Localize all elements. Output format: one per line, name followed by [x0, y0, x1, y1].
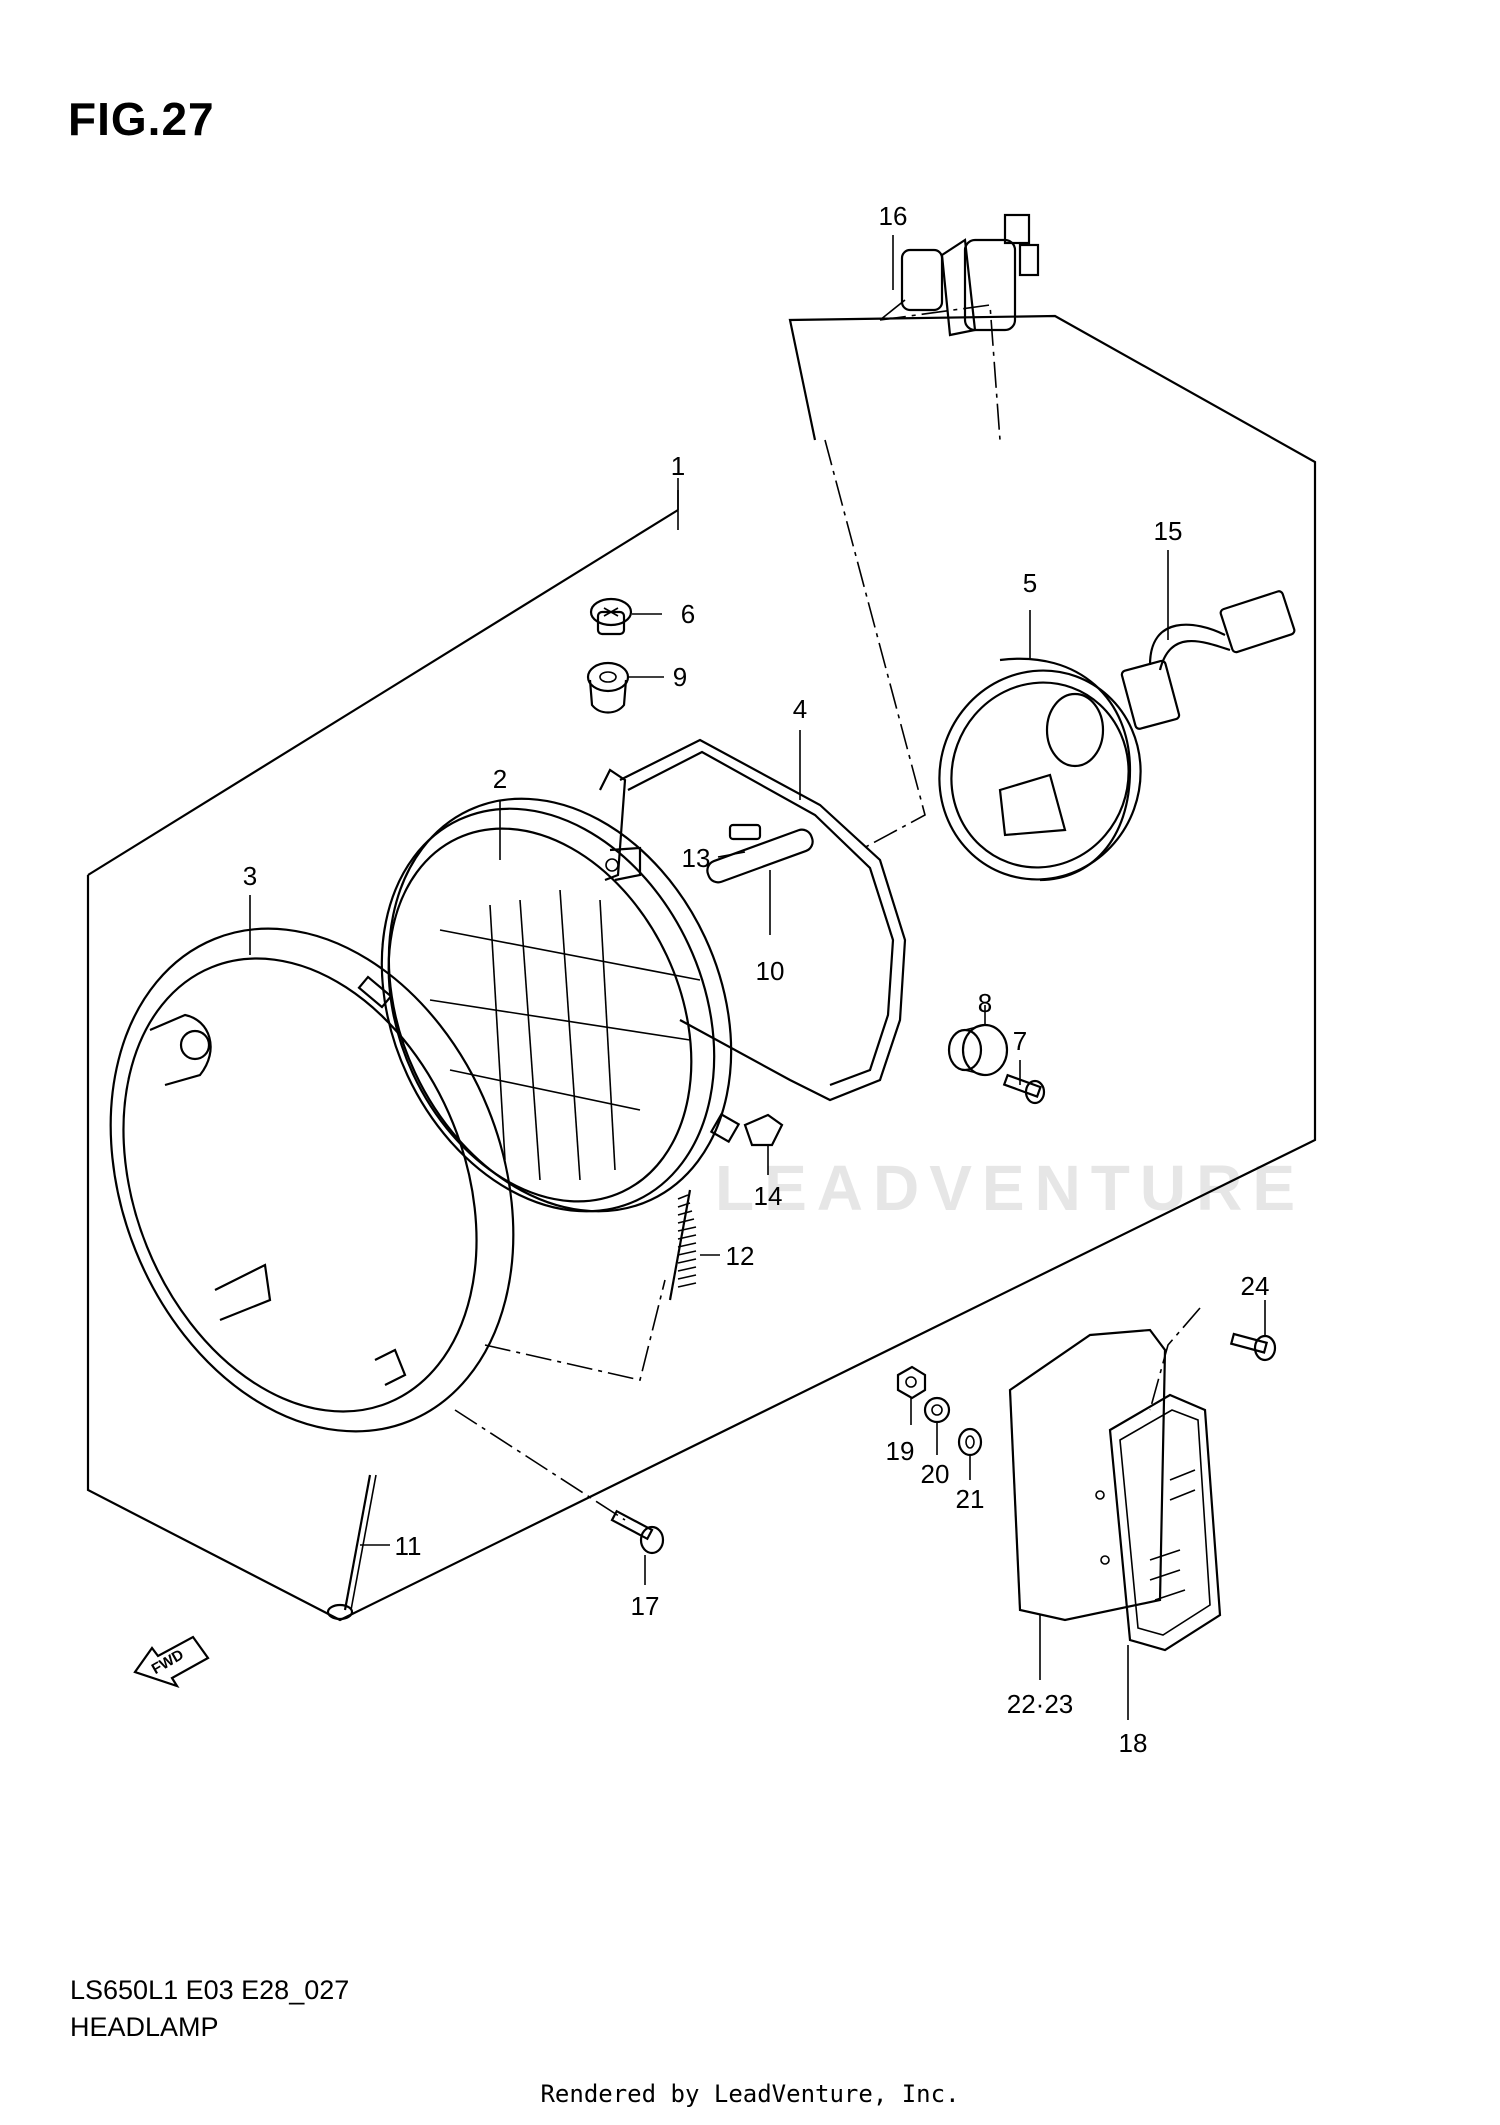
callout-24: 24 — [1241, 1271, 1270, 1301]
headlamp-rim-icon — [109, 927, 515, 1433]
screw-17-icon — [610, 1509, 665, 1555]
leader-bulb — [879, 304, 1001, 441]
socket-case-icon — [938, 657, 1142, 882]
callout-14: 14 — [754, 1181, 783, 1211]
screw-7-icon — [1002, 1073, 1046, 1105]
callout-11: 11 — [395, 1531, 422, 1561]
callout-3: 3 — [243, 861, 257, 891]
leader-spring — [484, 1279, 666, 1381]
screw-6-icon — [589, 597, 633, 636]
nut-19-icon — [896, 1365, 927, 1400]
callout-2: 2 — [493, 764, 507, 794]
callout-19: 19 — [886, 1436, 915, 1466]
callout-16: 16 — [879, 201, 908, 231]
bulb-icon — [879, 213, 1040, 337]
callout-13: 13 — [682, 843, 711, 873]
leader-screw24 — [1149, 1307, 1201, 1411]
washer-20-icon — [923, 1396, 951, 1424]
figure-title: FIG.27 — [68, 93, 215, 145]
leader-screw17 — [454, 1409, 626, 1521]
callout-12: 12 — [726, 1241, 755, 1271]
reflector-lens-icon — [1108, 1393, 1222, 1652]
leader-case — [824, 439, 926, 851]
assembly-outline-top — [87, 509, 679, 876]
callout-22-23: 22·23 — [1007, 1689, 1074, 1719]
callout-9: 9 — [673, 662, 687, 692]
fwd-arrow-icon: FWD — [133, 1635, 210, 1689]
reflector-housing-icon — [1008, 1328, 1167, 1622]
callout-8: 8 — [978, 988, 992, 1018]
callout-21: 21 — [956, 1484, 985, 1514]
screw-11-icon — [326, 1474, 377, 1621]
callout-17: 17 — [631, 1591, 660, 1621]
label-leaders — [249, 235, 1266, 1720]
callout-18: 18 — [1119, 1728, 1148, 1758]
model-code: LS650L1 E03 E28_027 — [70, 1975, 350, 2005]
footer-credit: Rendered by LeadVenture, Inc. — [540, 2080, 960, 2108]
washer-21-icon — [957, 1427, 983, 1457]
callout-20: 20 — [921, 1459, 950, 1489]
housing-bracket-icon — [599, 738, 907, 1102]
callout-1: 1 — [671, 451, 685, 481]
callout-4: 4 — [793, 694, 807, 724]
watermark-text: LEADVENTURE — [715, 1152, 1305, 1224]
assembly-outline — [86, 314, 1317, 1622]
grommet-8-icon — [947, 1023, 1009, 1077]
screw-24-icon — [1229, 1332, 1277, 1362]
callout-5: 5 — [1023, 568, 1037, 598]
grommet-9-icon — [586, 661, 630, 714]
spring-12-icon — [668, 1189, 697, 1301]
callout-10: 10 — [756, 956, 785, 986]
callout-7: 7 — [1013, 1026, 1027, 1056]
callout-6: 6 — [681, 599, 695, 629]
connector-icon — [1120, 590, 1296, 730]
nut-14-icon — [743, 1113, 784, 1147]
headlamp-unit-icon — [380, 797, 741, 1213]
diagram-name: HEADLAMP — [70, 2012, 219, 2042]
callout-15: 15 — [1154, 516, 1183, 546]
